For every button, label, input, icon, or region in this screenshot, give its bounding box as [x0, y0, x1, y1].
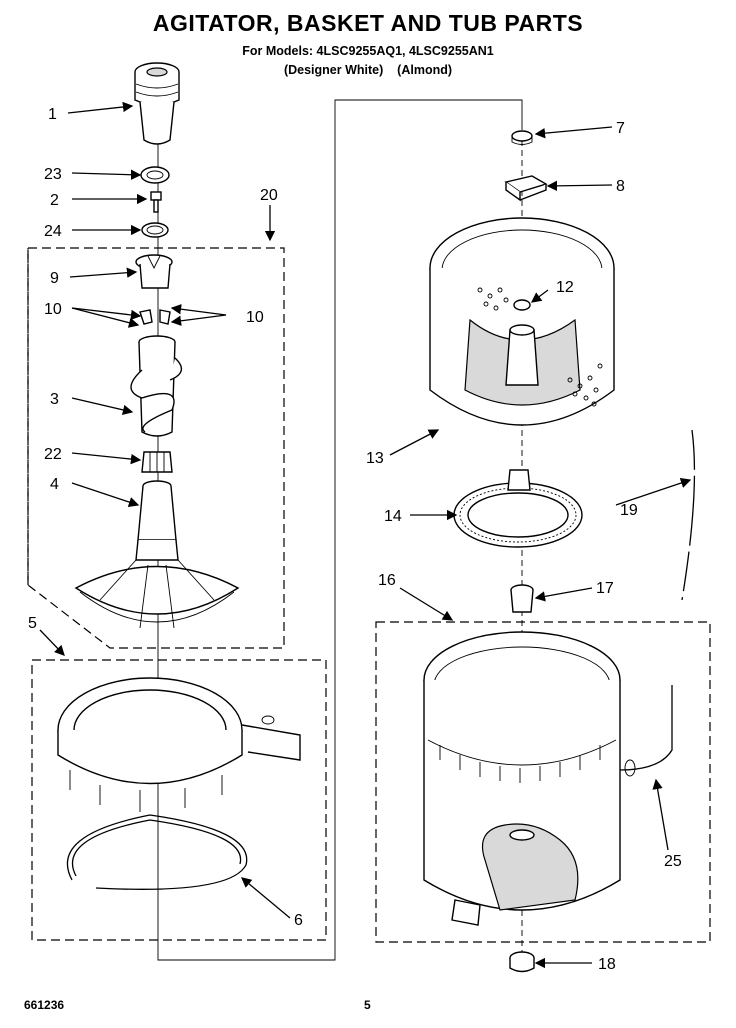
callout-12: 12: [556, 279, 574, 296]
part-coupling: [141, 451, 173, 473]
callout-8: 8: [616, 178, 625, 195]
models-subtitle: For Models: 4LSC9255AQ1, 4LSC9255AN1: [242, 44, 494, 58]
diagram-code: 661236: [24, 998, 65, 1012]
callout-22: 22: [44, 446, 62, 463]
part-cam: [135, 254, 173, 289]
callout-24: 24: [44, 223, 62, 240]
callout-6: 6: [294, 912, 303, 929]
part-bushing: [510, 584, 534, 613]
assembly-box-20: [27, 247, 285, 649]
part-bottom-nut: [509, 951, 535, 973]
callout-23: 23: [44, 166, 62, 183]
callout-14: 14: [384, 508, 402, 525]
callout-1: 1: [48, 106, 57, 123]
callout-3: 3: [50, 391, 59, 408]
callout-13: 13: [366, 450, 384, 467]
callout-17: 17: [596, 580, 614, 597]
part-nut: [511, 130, 533, 145]
part-tub-ring: [57, 677, 301, 812]
callout-2: 2: [50, 192, 59, 209]
part-bolt: [150, 191, 162, 213]
part-drain-hose: [619, 685, 673, 777]
part-hose: [681, 429, 696, 601]
part-auger: [130, 335, 183, 437]
page-title: AGITATOR, BASKET AND TUB PARTS: [152, 10, 584, 36]
assembly-box-16: [375, 621, 711, 943]
part-agitator-cap: [134, 62, 180, 145]
part-wash-basket: [429, 217, 615, 426]
center-line-left: [157, 99, 523, 961]
assembly-box-5: [31, 659, 327, 941]
callout-19: 19: [620, 502, 638, 519]
part-balance-ring: [453, 469, 583, 548]
callout-4: 4: [50, 476, 59, 493]
callout-10-left: 10: [44, 301, 62, 318]
color-subtitle: (Designer White) (Almond): [283, 63, 453, 77]
callout-18: 18: [598, 956, 616, 973]
callout-5: 5: [28, 615, 37, 632]
callout-25: 25: [664, 853, 682, 870]
callout-7: 7: [616, 120, 625, 137]
part-retainer-clip: [140, 166, 170, 184]
part-agitator-base: [74, 480, 240, 629]
part-snap-ring: [66, 814, 248, 890]
part-seal-ring: [141, 222, 169, 238]
part-outer-tub: [423, 631, 621, 926]
callout-9: 9: [50, 270, 59, 287]
page-number: 5: [364, 998, 371, 1012]
callout-10-right: 10: [246, 309, 264, 326]
callout-20: 20: [260, 187, 278, 204]
part-dogs: [139, 309, 171, 325]
callout-16: 16: [378, 572, 396, 589]
part-drive-block: [504, 175, 548, 202]
